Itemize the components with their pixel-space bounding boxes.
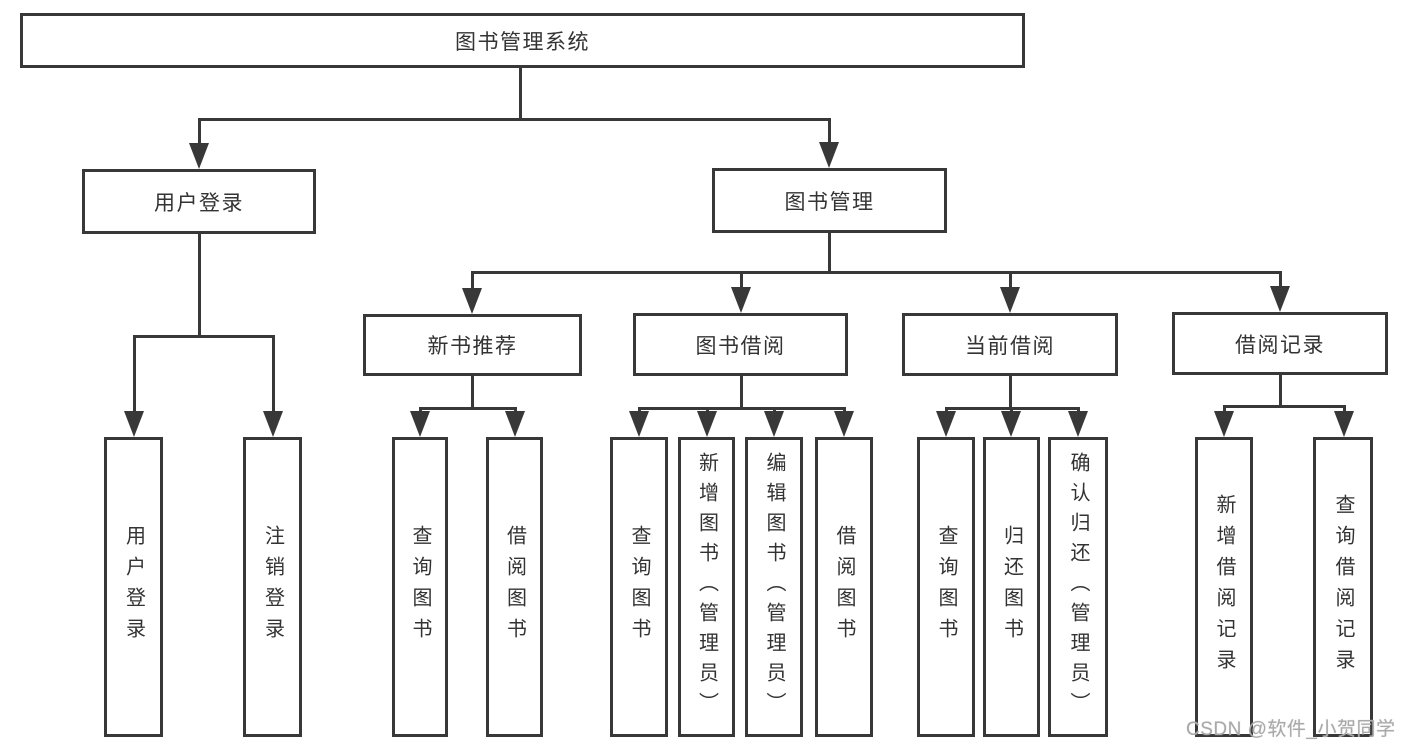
leaf-label: 注销登录: [261, 525, 284, 649]
leaf-query-books-recommend: 查询图书: [392, 437, 448, 737]
connector-line: [740, 376, 743, 409]
node-user-login: 用户登录: [82, 169, 316, 234]
connector-line: [198, 234, 201, 337]
arrowhead-icon: [1334, 411, 1354, 437]
node-label: 借阅记录: [1235, 333, 1325, 357]
leaf-label: 确认归还（管理员）: [1067, 452, 1089, 722]
arrowhead-icon: [936, 411, 956, 437]
csdn-watermark: CSDN @软件_小贺同学: [1186, 719, 1396, 740]
node-current-borrowing: 当前借阅: [902, 313, 1118, 376]
connector-line: [828, 233, 831, 273]
arrowhead-icon: [263, 411, 283, 437]
connector-line: [740, 271, 743, 293]
leaf-label: 编辑图书（管理员）: [763, 452, 785, 722]
arrowhead-icon: [189, 143, 209, 169]
arrowhead-icon: [629, 411, 649, 437]
leaf-label: 查询图书: [628, 525, 650, 649]
node-label: 图书管理系统: [455, 30, 590, 54]
node-label: 图书管理: [784, 190, 875, 214]
leaf-label: 查询图书: [935, 525, 957, 649]
connector-line: [1009, 376, 1012, 409]
arrowhead-icon: [1068, 411, 1088, 437]
arrowhead-icon: [819, 142, 839, 168]
leaf-query-books-current: 查询图书: [917, 437, 975, 737]
connector-line: [471, 376, 474, 409]
connector-line: [198, 118, 201, 148]
leaf-label: 新增图书（管理员）: [695, 452, 718, 722]
leaf-add-borrow-record: 新增借阅记录: [1195, 437, 1253, 737]
leaf-logout: 注销登录: [243, 437, 302, 737]
arrowhead-icon: [834, 411, 854, 437]
arrowhead-icon: [462, 288, 482, 314]
node-new-book-recommendation: 新书推荐: [363, 314, 582, 376]
arrowhead-icon: [505, 411, 525, 437]
leaf-label: 查询借阅记录: [1332, 494, 1354, 680]
arrowhead-icon: [764, 411, 784, 437]
connector-line: [272, 335, 275, 415]
arrowhead-icon: [124, 411, 144, 437]
node-book-management: 图书管理: [712, 168, 947, 233]
leaf-return-books: 归还图书: [983, 437, 1040, 737]
node-borrowing-records: 借阅记录: [1172, 312, 1388, 375]
connector-line: [419, 407, 516, 410]
leaf-label: 借阅图书: [503, 525, 526, 649]
connector-line: [638, 407, 846, 410]
leaf-query-borrow-record: 查询借阅记录: [1313, 437, 1373, 737]
leaf-user-login: 用户登录: [104, 437, 163, 737]
arrowhead-icon: [1270, 286, 1290, 312]
arrowhead-icon: [1000, 287, 1020, 313]
node-book-borrowing: 图书借阅: [633, 313, 848, 376]
connector-line: [1279, 375, 1282, 407]
leaf-label: 新增借阅记录: [1213, 494, 1235, 680]
connector-line: [198, 118, 831, 121]
arrowhead-icon: [731, 287, 751, 313]
node-label: 图书借阅: [695, 334, 786, 358]
node-label: 用户登录: [154, 191, 244, 215]
connector-line: [471, 271, 474, 293]
connector-line: [1223, 405, 1345, 408]
leaf-borrow-books-recommend: 借阅图书: [486, 437, 543, 737]
arrowhead-icon: [1001, 411, 1021, 437]
connector-line: [133, 335, 275, 338]
leaf-borrow-books-borrowing: 借阅图书: [815, 437, 873, 737]
connector-line: [1009, 271, 1012, 293]
arrowhead-icon: [697, 411, 717, 437]
connector-line: [133, 335, 136, 415]
arrowhead-icon: [410, 411, 430, 437]
connector-line: [471, 271, 1282, 274]
leaf-label: 借阅图书: [833, 525, 855, 649]
connector-line: [1279, 271, 1282, 293]
leaf-add-books-admin: 新增图书（管理员）: [678, 437, 735, 737]
leaf-edit-books-admin: 编辑图书（管理员）: [745, 437, 803, 737]
connector-line: [519, 68, 522, 120]
node-label: 当前借阅: [965, 334, 1055, 358]
connector-line: [828, 118, 831, 147]
leaf-confirm-return-admin: 确认归还（管理员）: [1048, 437, 1108, 737]
leaf-label: 查询图书: [409, 525, 431, 649]
arrowhead-icon: [1214, 411, 1234, 437]
node-label: 新书推荐: [427, 335, 518, 358]
leaf-query-books-borrowing: 查询图书: [610, 437, 668, 737]
leaf-label: 用户登录: [122, 525, 145, 649]
leaf-label: 归还图书: [1000, 525, 1023, 649]
node-library-management-system: 图书管理系统: [20, 13, 1025, 68]
